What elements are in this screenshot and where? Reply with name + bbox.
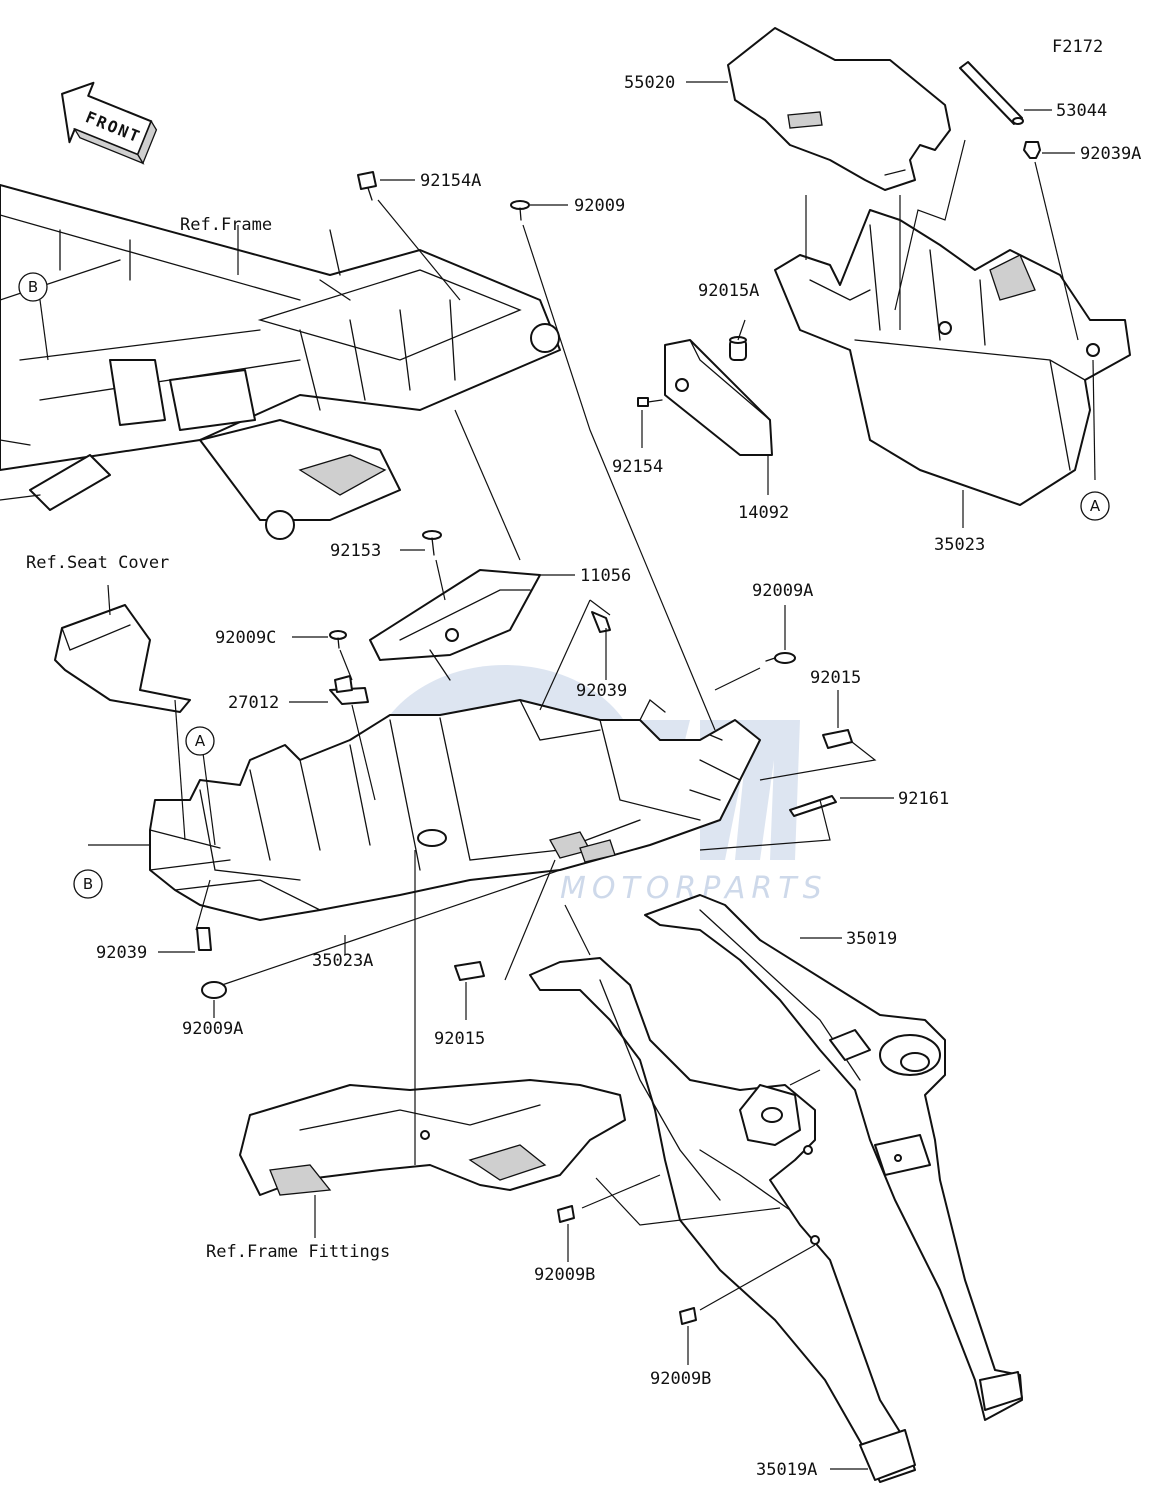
part-92015-right bbox=[822, 729, 853, 749]
label-92039A: 92039A bbox=[1080, 144, 1141, 164]
label-92015-right: 92015 bbox=[810, 668, 861, 688]
label-92161: 92161 bbox=[898, 789, 949, 809]
ref-frame-label: Ref.Frame bbox=[180, 215, 272, 235]
label-35019: 35019 bbox=[846, 929, 897, 949]
label-53044: 53044 bbox=[1056, 101, 1107, 121]
part-92009C bbox=[329, 630, 347, 649]
front-arrow-icon: FRONT bbox=[61, 81, 158, 165]
label-92154A: 92154A bbox=[420, 171, 481, 191]
label-92015A: 92015A bbox=[698, 281, 759, 301]
marker-b-left: B bbox=[73, 869, 103, 899]
part-92039-mid bbox=[591, 611, 611, 633]
reference-labels: Ref.Frame Ref.Seat Cover Ref.Frame Fitti… bbox=[26, 215, 390, 1262]
label-27012: 27012 bbox=[228, 693, 279, 713]
marker-a-right: A bbox=[1080, 491, 1110, 521]
part-92009-top bbox=[510, 200, 530, 221]
label-92039-mid: 92039 bbox=[576, 681, 627, 701]
part-92154 bbox=[637, 397, 663, 407]
label-92009-top: 92009 bbox=[574, 196, 625, 216]
label-11056: 11056 bbox=[580, 566, 631, 586]
svg-text:A: A bbox=[195, 732, 206, 750]
svg-text:B: B bbox=[28, 278, 38, 296]
label-55020: 55020 bbox=[624, 73, 675, 93]
part-27012 bbox=[329, 675, 369, 705]
part-92015-bottom bbox=[454, 961, 485, 981]
part-92153 bbox=[422, 530, 442, 556]
label-14092: 14092 bbox=[738, 503, 789, 523]
marker-a-left: A bbox=[185, 726, 215, 756]
frame-fittings-ref-part bbox=[239, 1079, 626, 1196]
part-92154A bbox=[357, 171, 377, 201]
label-92039-left: 92039 bbox=[96, 943, 147, 963]
circle-markers: B A A B bbox=[18, 272, 1110, 899]
part-92161 bbox=[789, 795, 837, 817]
label-92009B-upper: 92009B bbox=[534, 1265, 595, 1285]
part-11056 bbox=[369, 569, 541, 681]
part-55020 bbox=[727, 27, 951, 191]
part-35019 bbox=[644, 894, 1023, 1421]
part-92009A-bottom bbox=[201, 981, 227, 999]
part-53044 bbox=[959, 61, 1024, 125]
part-labels: 55020 53044 92039A 92154A 92009 92015A 9… bbox=[96, 73, 1141, 1480]
part-35019A bbox=[529, 957, 916, 1483]
part-35023A bbox=[149, 698, 761, 921]
part-92009A-top bbox=[765, 652, 796, 664]
label-35023A: 35023A bbox=[312, 951, 373, 971]
ref-seat-cover-label: Ref.Seat Cover bbox=[26, 553, 169, 573]
label-92154: 92154 bbox=[612, 457, 663, 477]
label-92009B-lower: 92009B bbox=[650, 1369, 711, 1389]
label-92009A-top: 92009A bbox=[752, 581, 813, 601]
part-92039-left bbox=[196, 927, 212, 951]
svg-text:B: B bbox=[83, 875, 93, 893]
label-92009C: 92009C bbox=[215, 628, 276, 648]
part-92009B-upper bbox=[557, 1205, 575, 1223]
part-14092 bbox=[664, 339, 773, 456]
svg-text:A: A bbox=[1090, 497, 1101, 515]
label-92153: 92153 bbox=[330, 541, 381, 561]
ref-frame-fittings-label: Ref.Frame Fittings bbox=[206, 1242, 390, 1262]
frame-assembly bbox=[0, 184, 561, 540]
marker-b-top: B bbox=[18, 272, 48, 302]
label-35019A: 35019A bbox=[756, 1460, 817, 1480]
seat-cover-ref-part bbox=[54, 604, 191, 713]
part-92015A bbox=[729, 336, 747, 361]
part-92009B-lower bbox=[679, 1307, 697, 1325]
label-35023: 35023 bbox=[934, 535, 985, 555]
part-35023 bbox=[774, 209, 1131, 506]
part-92039A bbox=[1023, 141, 1041, 159]
label-92009A-bottom: 92009A bbox=[182, 1019, 243, 1039]
diagram-code: F2172 bbox=[1052, 37, 1103, 57]
label-92015-bottom: 92015 bbox=[434, 1029, 485, 1049]
